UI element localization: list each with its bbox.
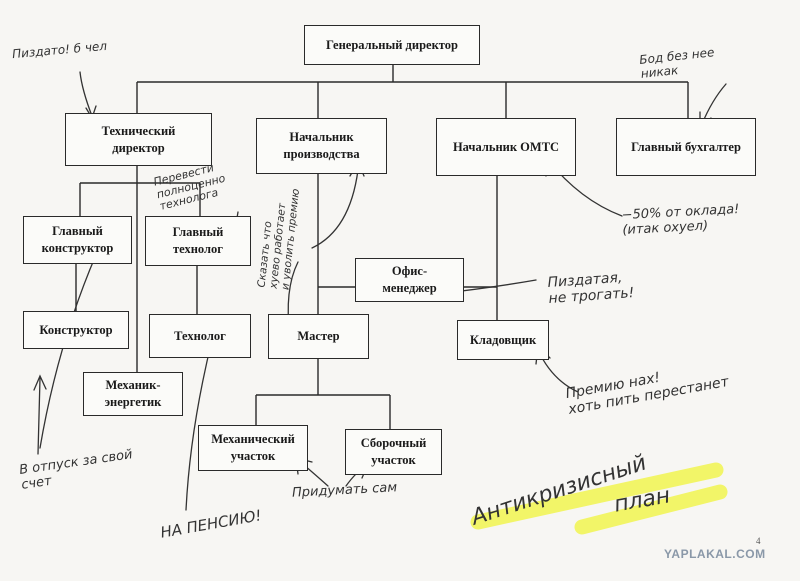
box-mechanic: Механик- энергетик	[83, 372, 183, 416]
arrow-technologist	[185, 339, 213, 511]
box-chief-technologist: Главный технолог	[145, 216, 251, 266]
watermark: YAPLAKAL.COM	[664, 547, 766, 561]
box-chief-accountant: Главный бухгалтер	[616, 118, 756, 176]
box-omts-head: Начальник ОМТС	[436, 118, 576, 176]
page-number: 4	[756, 536, 761, 546]
highlight-stroke-2	[574, 484, 728, 535]
box-assembly-section: Сборочный участок	[345, 429, 442, 475]
arrow-tech-director	[79, 71, 93, 117]
arrow-designer-2	[37, 377, 41, 455]
box-production-head: Начальник производства	[256, 118, 387, 174]
arrow-production-head	[311, 169, 359, 249]
box-office-manager: Офис- менеджер	[355, 258, 464, 302]
note-omts: −50% от оклада! (итак охуел)	[621, 201, 740, 239]
box-tech-director: Технический директор	[65, 113, 212, 166]
box-chief-designer: Главный конструктор	[23, 216, 132, 264]
box-designer: Конструктор	[23, 311, 129, 349]
box-ceo: Генеральный директор	[304, 25, 480, 65]
box-technologist: Технолог	[149, 314, 251, 358]
box-master: Мастер	[268, 314, 369, 359]
note-office-manager: Пиздатая, не трогать!	[546, 269, 635, 308]
highlight-stroke-1	[470, 462, 724, 530]
box-mech-section: Механический участок	[198, 425, 308, 471]
box-storekeeper: Кладовщик	[457, 320, 549, 360]
